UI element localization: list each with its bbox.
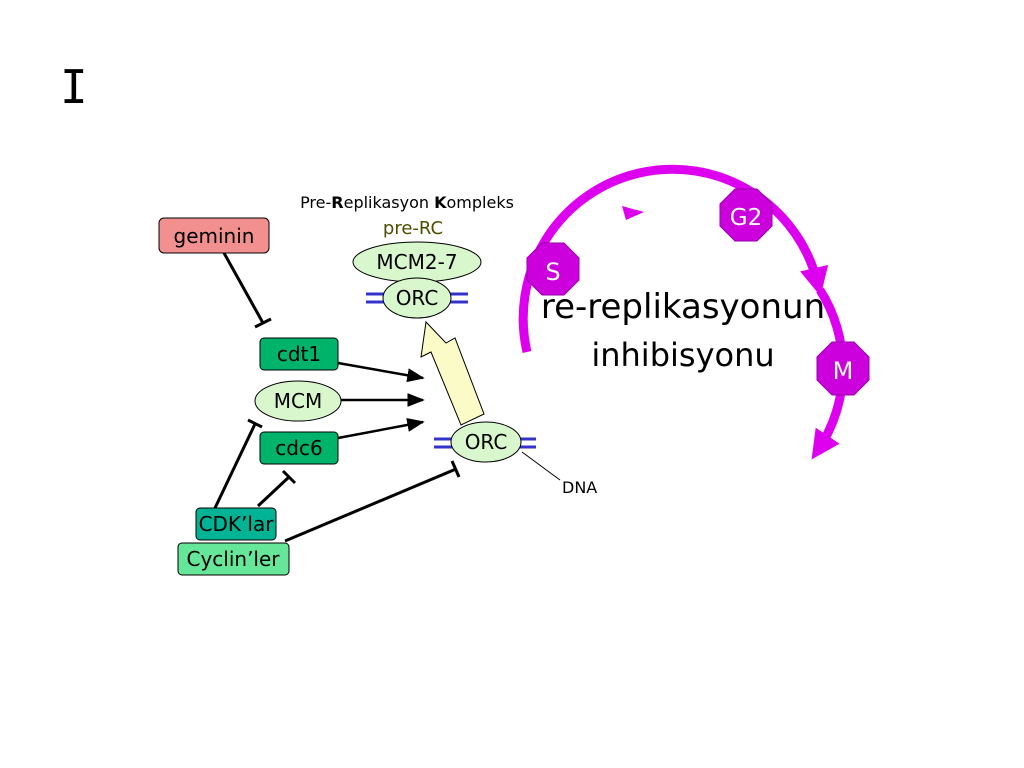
- cyclins-label: Cyclin’ler: [186, 547, 280, 571]
- cdks-label: CDK’lar: [199, 512, 275, 536]
- phase-g2-label: G2: [730, 205, 762, 231]
- cdk-inhibits-mcm: [213, 418, 263, 509]
- dna-bars-top-left: [366, 292, 384, 304]
- phase-s-badge: S: [526, 242, 580, 296]
- phase-m-badge: M: [816, 341, 870, 396]
- prerc-abbr: pre-RC: [383, 218, 443, 239]
- geminin-label: geminin: [174, 224, 255, 248]
- phase-m-label: M: [833, 357, 854, 385]
- dna-label: DNA: [562, 478, 597, 497]
- mcm-node: MCM: [254, 380, 342, 422]
- phase-g2-badge: G2: [719, 188, 773, 242]
- cdks-node: CDK’lar: [195, 507, 277, 541]
- cdc6-label: cdc6: [275, 436, 322, 460]
- mcm27-node: MCM2-7: [352, 241, 482, 283]
- orc-bottom-node: ORC: [450, 421, 522, 463]
- cdt1-node: cdt1: [259, 337, 339, 371]
- phase-s-label: S: [545, 258, 560, 286]
- arrow-cdc6-to-orc: [337, 418, 425, 440]
- dna-bars-top-right: [450, 292, 468, 304]
- orc-bottom-label: ORC: [465, 430, 508, 454]
- inhibition-text-line2: inhibisyonu: [591, 336, 774, 374]
- dna-bars-bottom-left: [434, 437, 452, 449]
- arrow-cdt1-to-orc: [337, 361, 425, 383]
- cdc6-node: cdc6: [259, 431, 339, 465]
- inhibition-text-line1: re-replikasyonun: [541, 287, 825, 327]
- mcm-label: MCM: [274, 389, 322, 413]
- dna-pointer-line: [521, 451, 561, 481]
- orc-top-node: ORC: [382, 277, 452, 319]
- cdt1-label: cdt1: [277, 342, 321, 366]
- prerc-fullname: Pre-Replikasyon Kompleks: [300, 193, 514, 212]
- slide-title: I: [60, 60, 88, 114]
- orc-top-label: ORC: [396, 286, 439, 310]
- cdk-inhibits-orc: [284, 460, 461, 543]
- cyclins-node: Cyclin’ler: [177, 542, 290, 576]
- assembly-arrow: [420, 320, 485, 426]
- cdk-inhibits-cdc6: [256, 469, 297, 508]
- geminin-inhibits-cdt1: [222, 252, 272, 329]
- geminin-node: geminin: [158, 217, 270, 254]
- mcm27-label: MCM2-7: [376, 250, 457, 274]
